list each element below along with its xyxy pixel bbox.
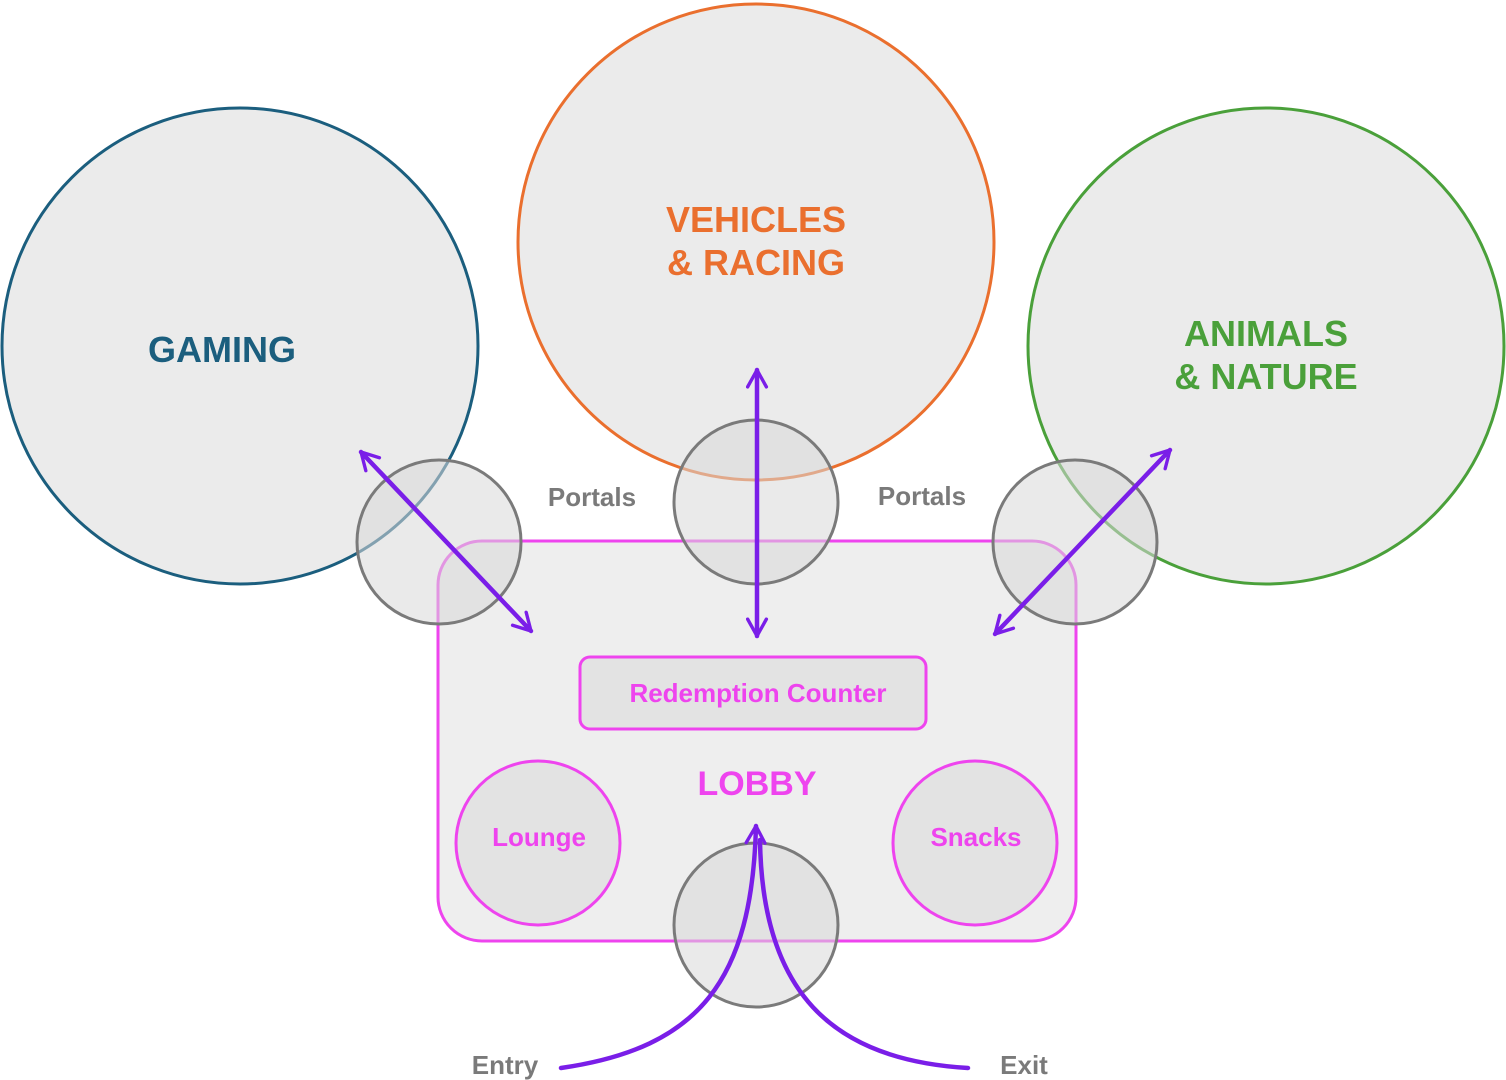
animals-label-line1: ANIMALS xyxy=(1184,313,1348,354)
portal-animals xyxy=(991,458,1159,626)
snacks-label: Snacks xyxy=(930,822,1021,852)
gaming-zone-circle xyxy=(0,106,480,586)
portal-gaming xyxy=(355,458,523,626)
arrow-gaming-lobby xyxy=(358,449,534,634)
vehicles-label-line1: VEHICLES xyxy=(666,199,846,240)
portals-label-left: Portals xyxy=(548,482,636,512)
portals-label-right: Portals xyxy=(878,481,966,511)
exit-flow-path xyxy=(757,837,971,1071)
arrow-animals-lobby xyxy=(992,447,1173,637)
portal-entrance xyxy=(672,841,840,1009)
lobby-label: LOBBY xyxy=(698,765,817,803)
lounge-label: Lounge xyxy=(492,822,586,852)
entry-label: Entry xyxy=(472,1050,539,1080)
lounge-circle xyxy=(454,759,622,927)
redemption-counter-label: Redemption Counter xyxy=(629,678,886,708)
snacks-circle xyxy=(891,759,1059,927)
entry-flow-arrow xyxy=(558,823,767,1071)
gaming-label: GAMING xyxy=(148,329,296,370)
vehicles-label-line2: & RACING xyxy=(667,242,845,283)
animals-label-line2: & NATURE xyxy=(1174,356,1357,397)
redemption-counter-box xyxy=(578,655,928,731)
exit-label: Exit xyxy=(1000,1050,1048,1080)
